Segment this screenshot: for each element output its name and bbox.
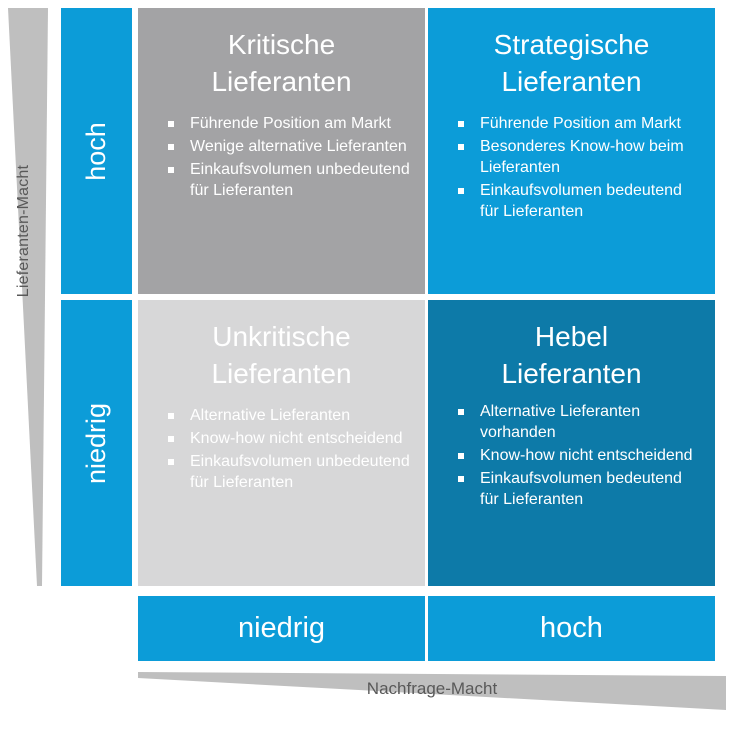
quadrant-bullet-list: Alternative Lieferanten Know-how nicht e…	[152, 406, 411, 494]
list-item-text: Alternative Lieferanten vorhanden	[480, 403, 641, 442]
bullet-square-icon	[458, 476, 464, 483]
bullet-square-icon	[168, 144, 174, 151]
x-axis-wedge-icon	[138, 670, 726, 714]
list-item-text: Führende Position am Markt	[480, 115, 681, 133]
bullet-square-icon	[458, 121, 464, 128]
bullet-square-icon	[168, 459, 174, 466]
quadrant-title-line: Hebel	[534, 321, 609, 352]
y-axis-title: Lieferanten-Macht	[15, 164, 32, 298]
y-axis-label-hoch[interactable]: hoch	[61, 8, 132, 294]
list-item-text: Know-how nicht entscheidend	[190, 430, 403, 448]
bullet-square-icon	[168, 121, 174, 128]
y-axis-label-niedrig-text: niedrig	[81, 402, 111, 484]
list-item: Führende Position am Markt	[168, 114, 411, 135]
quadrant-title-line: Lieferanten	[211, 358, 352, 390]
quadrant-unkritische-lieferanten[interactable]: Unkritische Lieferanten Alternative Lief…	[138, 300, 425, 586]
quadrant-bullet-list: Führende Position am Markt Besonderes Kn…	[442, 114, 701, 223]
x-axis-label-niedrig[interactable]: niedrig	[138, 596, 425, 661]
quadrant-title: Strategische Lieferanten	[442, 26, 701, 100]
list-item: Einkaufsvolumen bedeutend für Lieferante…	[458, 469, 701, 511]
bullet-square-icon	[458, 144, 464, 151]
bullet-square-icon	[458, 409, 464, 416]
x-axis-title: Nachfrage-Macht	[366, 679, 498, 698]
quadrant-title-line: Lieferanten	[501, 66, 642, 98]
quadrant-title: Kritische Lieferanten	[152, 26, 411, 100]
list-item: Einkaufsvolumen bedeutend für Lieferante…	[458, 181, 701, 223]
quadrant-title: Unkritische Lieferanten	[152, 318, 411, 392]
list-item-text: Führende Position am Markt	[190, 115, 391, 133]
quadrant-title-line: Strategische	[493, 29, 650, 60]
list-item: Einkaufsvolumen unbedeutend für Lieferan…	[168, 160, 411, 202]
list-item: Führende Position am Markt	[458, 114, 701, 135]
list-item: Einkaufsvolumen unbedeutend für Lieferan…	[168, 452, 411, 494]
quadrant-title-line: Kritische	[227, 29, 336, 60]
list-item-text: Wenige alternative Lieferanten	[190, 138, 407, 156]
y-axis-wedge-icon	[8, 8, 56, 586]
list-item: Wenige alternative Lieferanten	[168, 137, 411, 158]
quadrant-title-line: Unkritische	[212, 321, 351, 352]
list-item-text: Besonderes Know-how beim Lieferanten	[480, 138, 684, 177]
quadrant-strategische-lieferanten[interactable]: Strategische Lieferanten Führende Positi…	[428, 8, 715, 294]
quadrant-title: Hebel Lieferanten	[442, 318, 701, 392]
list-item-text: Einkaufsvolumen bedeutend für Lieferante…	[480, 182, 682, 221]
y-axis-label-niedrig[interactable]: niedrig	[61, 300, 132, 586]
quadrant-hebel-lieferanten[interactable]: Hebel Lieferanten Alternative Lieferante…	[428, 300, 715, 586]
list-item-text: Einkaufsvolumen unbedeutend für Lieferan…	[190, 453, 410, 492]
list-item-text: Einkaufsvolumen bedeutend für Lieferante…	[480, 470, 682, 509]
quadrant-kritische-lieferanten[interactable]: Kritische Lieferanten Führende Position …	[138, 8, 425, 294]
bullet-square-icon	[168, 167, 174, 174]
bullet-square-icon	[168, 413, 174, 420]
list-item: Know-how nicht entscheidend	[168, 429, 411, 450]
list-item-text: Alternative Lieferanten	[190, 407, 351, 425]
list-item: Besonderes Know-how beim Lieferanten	[458, 137, 701, 179]
bullet-square-icon	[458, 188, 464, 195]
list-item: Alternative Lieferanten vorhanden	[458, 402, 701, 444]
quadrant-bullet-list: Alternative Lieferanten vorhanden Know-h…	[442, 402, 701, 511]
y-axis-label-hoch-text: hoch	[81, 121, 111, 181]
list-item: Alternative Lieferanten	[168, 406, 411, 427]
list-item-text: Einkaufsvolumen unbedeutend für Lieferan…	[190, 161, 410, 200]
list-item: Know-how nicht entscheidend	[458, 446, 701, 467]
x-axis-label-hoch[interactable]: hoch	[428, 596, 715, 661]
quadrant-bullet-list: Führende Position am Markt Wenige altern…	[152, 114, 411, 202]
x-axis-label-niedrig-text: niedrig	[237, 612, 326, 644]
list-item-text: Know-how nicht entscheidend	[480, 447, 693, 465]
x-axis-label-hoch-text: hoch	[540, 612, 603, 644]
bullet-square-icon	[168, 436, 174, 443]
quadrant-title-line: Lieferanten	[211, 66, 352, 98]
quadrant-title-line: Lieferanten	[501, 358, 642, 390]
bullet-square-icon	[458, 453, 464, 460]
